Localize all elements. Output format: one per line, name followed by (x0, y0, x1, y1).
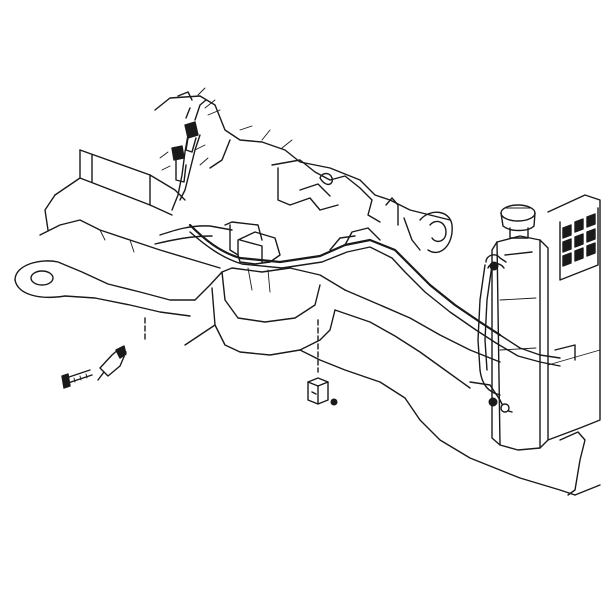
frame-rail (14, 149, 221, 317)
crossmember (184, 221, 576, 496)
engine-block (154, 91, 453, 253)
reservoir-cap (500, 204, 536, 239)
mounting-bolt (61, 369, 93, 389)
lower-fastener (307, 319, 338, 406)
coolant-reservoir (485, 235, 549, 451)
brake-line-connectors (159, 87, 221, 183)
radiator-grille (547, 194, 601, 496)
retaining-clip (97, 317, 146, 381)
